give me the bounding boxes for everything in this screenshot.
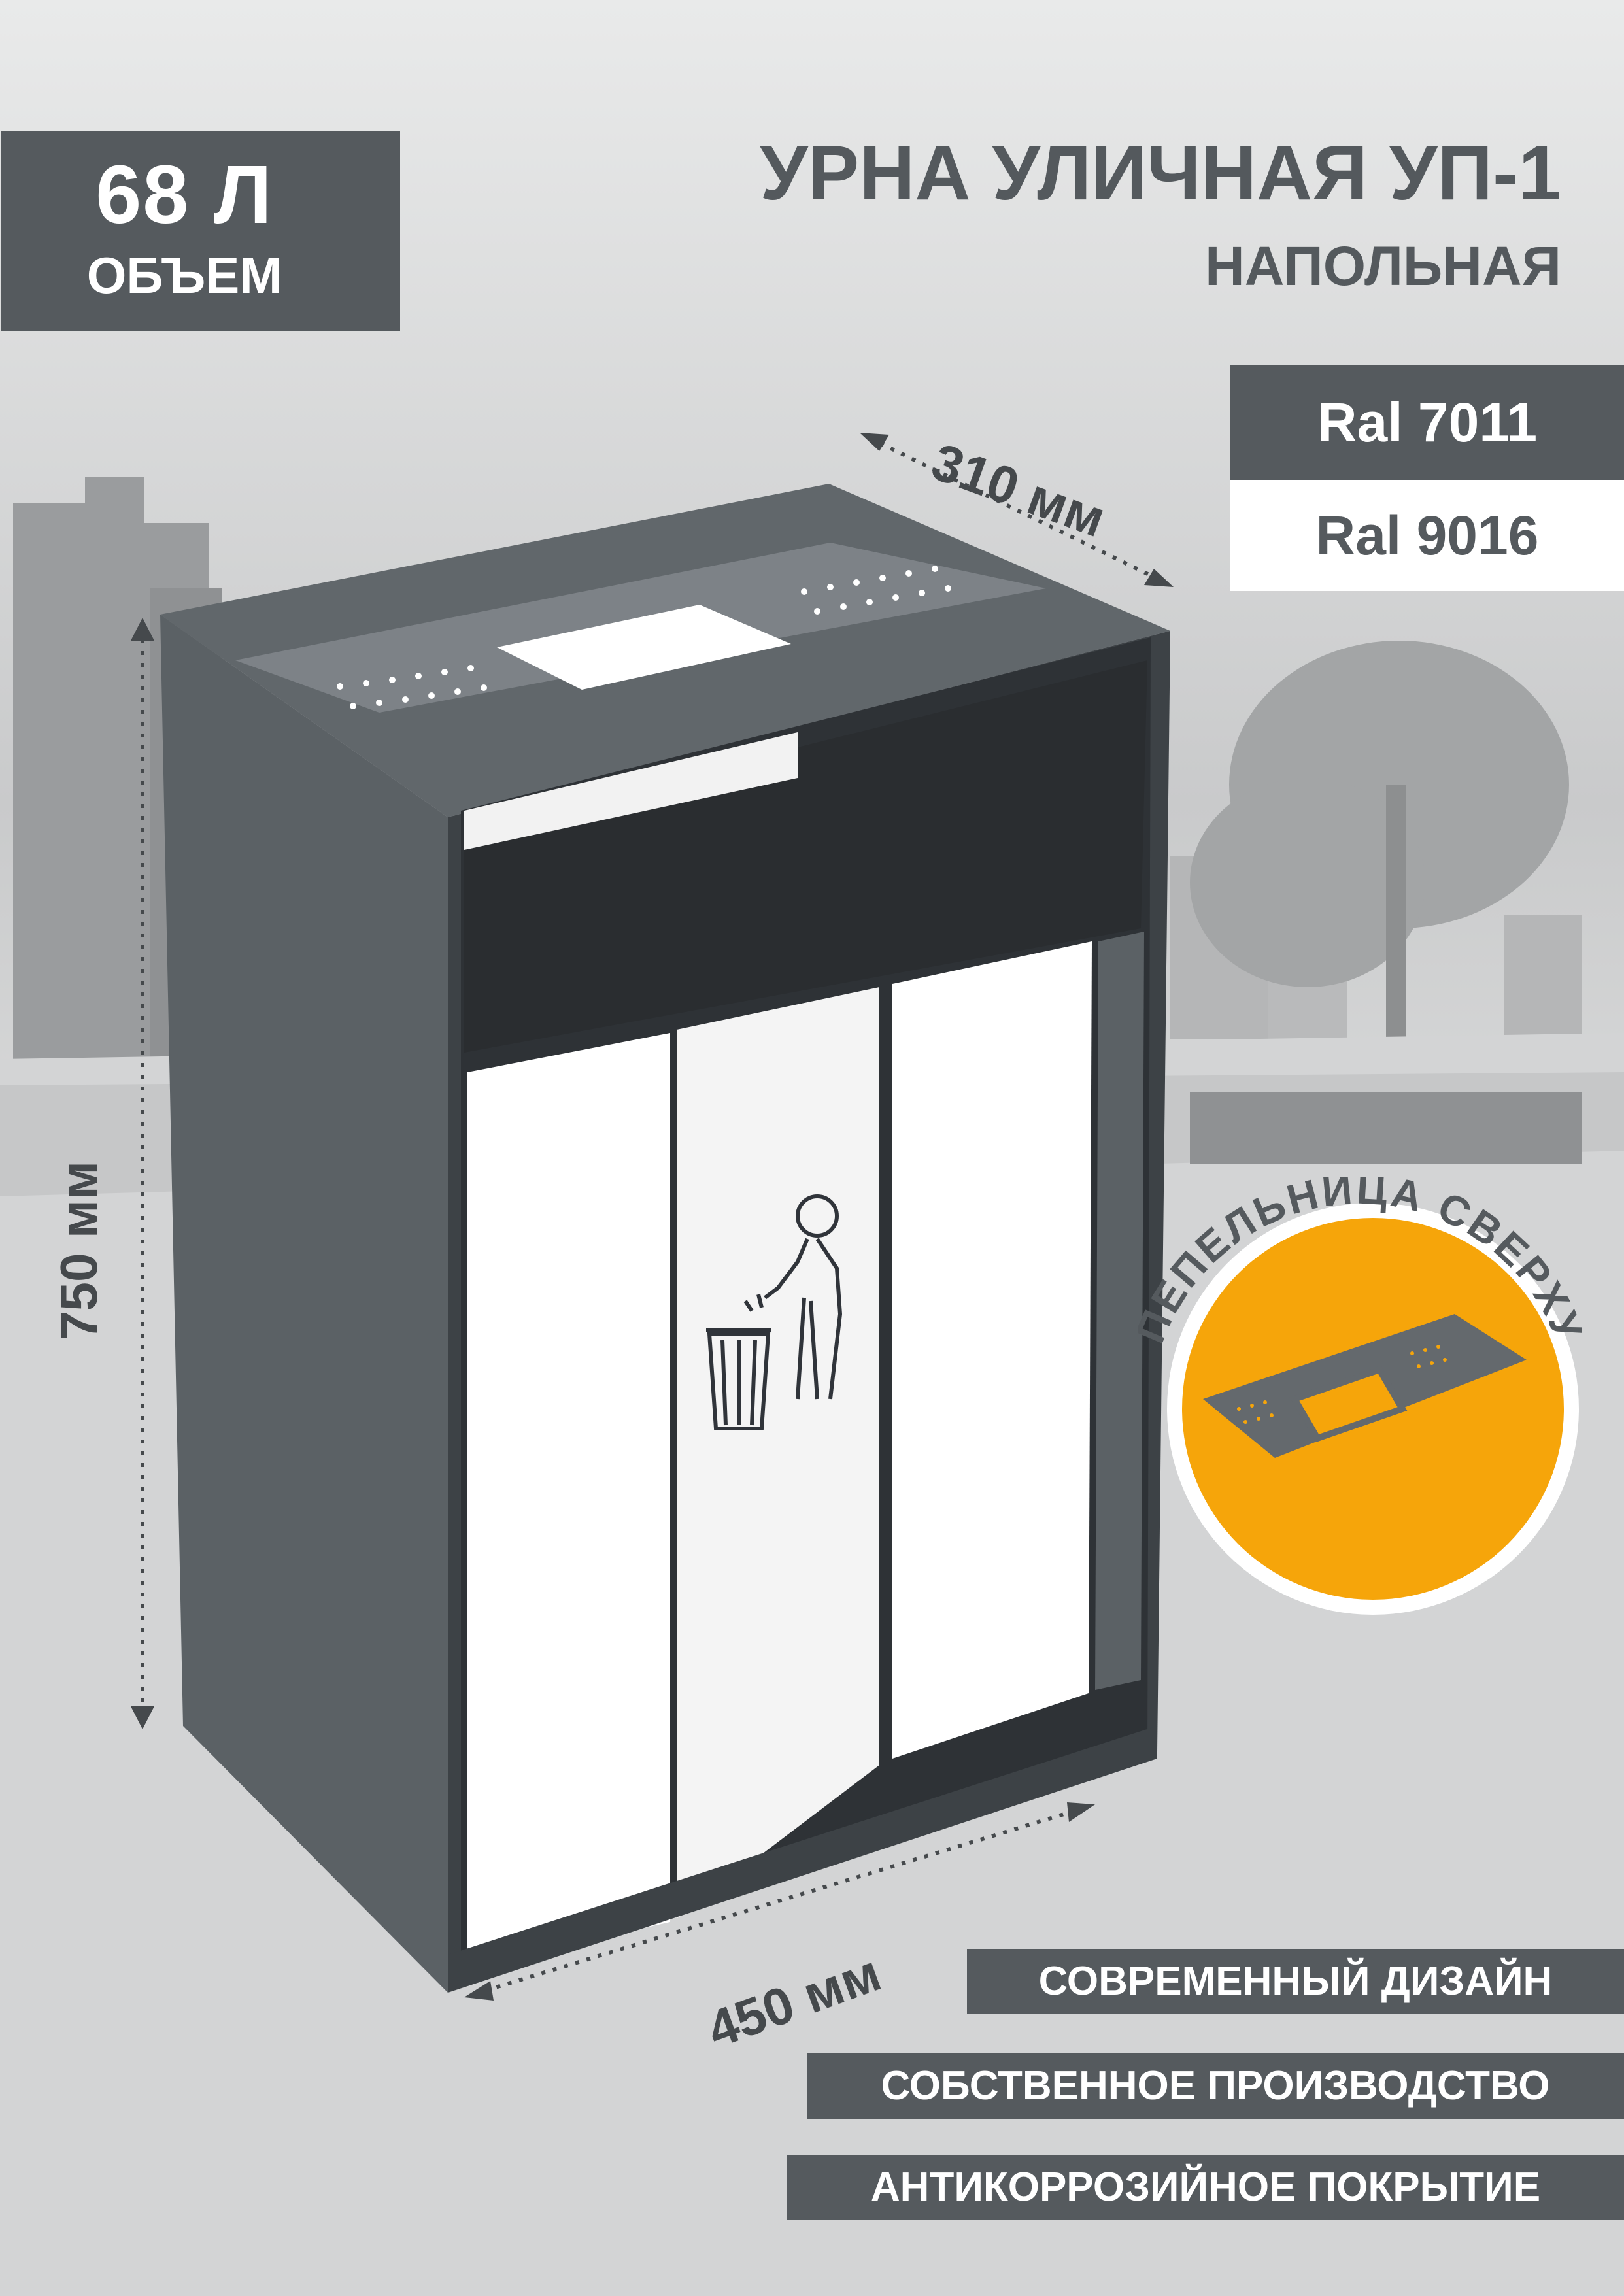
product-subtitle: НАПОЛЬНАЯ bbox=[1205, 235, 1561, 297]
svg-text:ПЕПЕЛЬНИЦА СВЕРХУ: ПЕПЕЛЬНИЦА СВЕРХУ bbox=[1138, 1177, 1582, 1347]
feature-modern-design: СОВРЕМЕННЫЙ ДИЗАЙН bbox=[967, 1949, 1624, 2014]
feature-own-production: СОБСТВЕННОЕ ПРОИЗВОДСТВО bbox=[807, 2053, 1624, 2119]
trash-pictogram-icon bbox=[706, 1194, 843, 1430]
ral-color-option-1: Ral 7011 bbox=[1230, 365, 1624, 480]
dimension-arrows bbox=[141, 436, 1165, 1996]
ral-color-label-1: Ral 7011 bbox=[1317, 392, 1538, 453]
volume-label: ОБЪЕМ bbox=[86, 246, 282, 304]
ral-color-label-2: Ral 9016 bbox=[1315, 505, 1539, 566]
ral-color-option-2: Ral 9016 bbox=[1230, 480, 1624, 591]
product-title: УРНА УЛИЧНАЯ УП-1 bbox=[760, 130, 1561, 216]
dimension-height: 750 мм bbox=[50, 1160, 108, 1340]
volume-badge: 68 Л ОБЪЕМ bbox=[1, 131, 400, 331]
bin-illustration bbox=[160, 484, 1170, 1993]
ashtray-label-text: ПЕПЕЛЬНИЦА СВЕРХУ bbox=[1138, 1177, 1582, 1347]
ashtray-badge bbox=[1167, 1203, 1579, 1615]
volume-value: 68 Л bbox=[95, 148, 273, 241]
arrow-heads bbox=[131, 433, 1174, 2001]
tree bbox=[1190, 641, 1569, 1111]
feature-anticorrosion: АНТИКОРРОЗИЙНОЕ ПОКРЫТИЕ bbox=[787, 2155, 1624, 2220]
ashtray-label: ПЕПЕЛЬНИЦА СВЕРХУ bbox=[1138, 1177, 1582, 1347]
